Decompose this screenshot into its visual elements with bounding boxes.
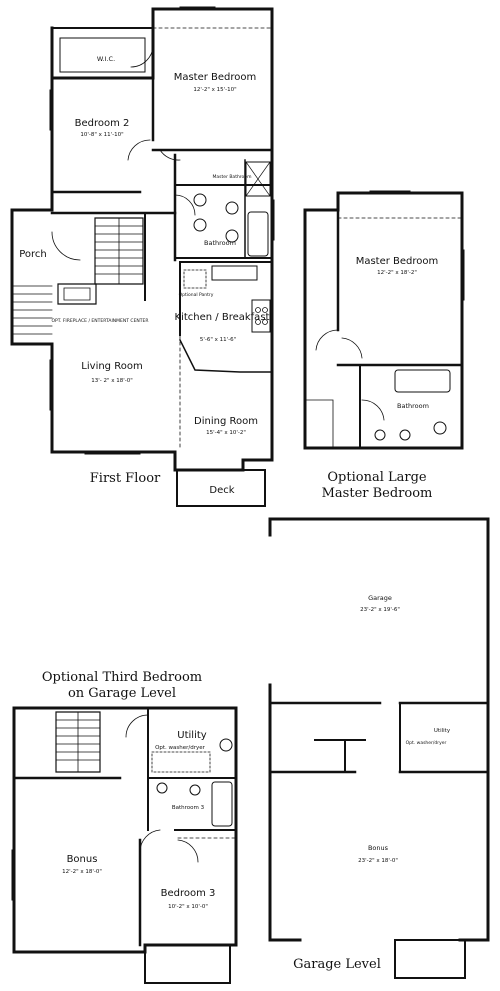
- wic-shelf: [60, 38, 145, 72]
- opt-bathroom-label: Bathroom: [397, 402, 429, 410]
- garage-label: Garage: [368, 594, 392, 602]
- range-burner: [263, 308, 268, 313]
- range-burner: [263, 320, 268, 325]
- bonus-bump: [395, 940, 465, 978]
- opt-master-title-1: Optional Large: [327, 470, 427, 485]
- range-burner: [256, 308, 261, 313]
- door-swing: [128, 140, 150, 160]
- optional-master-labels: Master Bedroom 12'-2" x 18'-2" Bathroom …: [322, 256, 439, 501]
- master-bedroom-dims: 12'-2" x 15'-10": [193, 87, 236, 93]
- fireplace-outline: [58, 284, 96, 304]
- garage-utility-label: Utility: [434, 728, 451, 734]
- first-floor-labels: W.I.C. Master Bedroom 12'-2" x 15'-10" B…: [19, 55, 269, 496]
- toilet: [226, 230, 238, 242]
- door-swing: [362, 400, 384, 420]
- opt-sink: [400, 430, 410, 440]
- wic-outline: [52, 28, 153, 78]
- opt-third-bathroom3-label: Bathroom 3: [172, 805, 205, 811]
- door-swing: [316, 330, 338, 350]
- living-room-label: Living Room: [81, 361, 142, 372]
- third-tub: [212, 782, 232, 826]
- dining-room-dims: 15'-4" x 10'-2": [206, 430, 246, 436]
- opt-master-title-2: Master Bedroom: [322, 486, 433, 501]
- master-bathroom-label: Master Bathroom: [213, 174, 252, 180]
- garage-dims: 23'-2" x 19'-6": [360, 607, 400, 613]
- wic-label: W.I.C.: [97, 55, 115, 63]
- kitchen-counter-angle: [180, 340, 272, 372]
- garage-bonus-label: Bonus: [368, 844, 389, 852]
- garage-level-title: Garage Level: [293, 957, 381, 972]
- washer-dryer-box: [152, 752, 210, 772]
- shower: [246, 162, 270, 196]
- first-floor-outer-wall-right: [175, 150, 272, 470]
- opt-third-bedroom3-label: Bedroom 3: [161, 888, 216, 899]
- bedroom2-label: Bedroom 2: [75, 118, 130, 129]
- opt-third-bonus-label: Bonus: [67, 854, 98, 865]
- kitchen-range: [252, 300, 270, 332]
- optional-third-labels: Optional Third Bedroom on Garage Level U…: [42, 670, 216, 910]
- bedroom2-dims: 10'-8" x 11'-10": [80, 132, 123, 138]
- deck-label: Deck: [209, 485, 234, 496]
- first-floor-outer-wall-left: [12, 78, 175, 452]
- door-swing: [175, 195, 195, 215]
- toilet: [226, 202, 238, 214]
- master-bedroom-label: Master Bedroom: [174, 72, 257, 83]
- first-floor-plan: [12, 7, 274, 506]
- door-swing: [52, 232, 80, 260]
- optional-third-plan: [12, 708, 236, 983]
- opt-third-title-1: Optional Third Bedroom: [42, 670, 202, 685]
- first-floor-title: First Floor: [90, 471, 161, 486]
- door-swing: [342, 338, 362, 358]
- opt-third-bedroom3-dims: 10'-2" x 10'-0": [168, 904, 208, 910]
- opt-toilet: [434, 422, 446, 434]
- opt-master-bedroom-dims: 12'-2" x 18'-2": [377, 270, 417, 276]
- optional-master-plan: [305, 191, 464, 448]
- door-swing: [160, 150, 180, 160]
- third-toilet: [220, 739, 232, 751]
- first-floor-stairs: [95, 218, 143, 284]
- kitchen-cabinet-top: [212, 266, 257, 280]
- opt-third-washer-label: Opt. washer/dryer: [155, 745, 206, 751]
- door-swing: [131, 45, 153, 67]
- garage-level-plan: [270, 519, 488, 978]
- third-stairs: [56, 712, 100, 772]
- living-room-dims: 13'- 2" x 18'-0": [91, 378, 133, 384]
- optional-pantry-label: Optional Pantry: [179, 292, 214, 298]
- door-swing: [140, 830, 160, 852]
- range-burner: [256, 320, 261, 325]
- third-bump: [145, 945, 230, 983]
- fireplace-inner: [64, 288, 90, 300]
- opt-stairs: [305, 400, 333, 448]
- kitchen-dims: 5'-6" x 11'-6": [200, 337, 236, 343]
- door-swing: [178, 840, 198, 862]
- third-toilet: [190, 785, 200, 795]
- opt-sink: [375, 430, 385, 440]
- kitchen-label: Kitchen / Breakfast: [175, 312, 270, 323]
- porch-steps: [12, 286, 52, 334]
- porch-label: Porch: [19, 249, 47, 260]
- deck-outline: [177, 470, 265, 506]
- sink: [194, 219, 206, 231]
- bathroom-label: Bathroom: [204, 239, 236, 247]
- opt-master-bedroom-label: Master Bedroom: [356, 256, 439, 267]
- opt-third-bonus-dims: 12'-2" x 18'-0": [62, 869, 102, 875]
- fireplace-label: OPT. FIREPLACE / ENTERTAINMENT CENTER: [51, 318, 148, 324]
- garage-washer-label: Opt. washer/dryer: [406, 740, 447, 746]
- opt-bathtub: [395, 370, 450, 392]
- garage-level-labels: Garage 23'-2" x 19'-6" Utility Opt. wash…: [293, 594, 451, 972]
- bathtub: [248, 212, 268, 256]
- opt-third-utility-label: Utility: [177, 730, 206, 741]
- opt-third-title-2: on Garage Level: [68, 686, 176, 701]
- third-sink: [157, 783, 167, 793]
- door-swing: [126, 715, 148, 737]
- sink: [194, 194, 206, 206]
- garage-bonus-dims: 23'-2" x 18'-0": [358, 858, 398, 864]
- dining-room-label: Dining Room: [194, 416, 258, 427]
